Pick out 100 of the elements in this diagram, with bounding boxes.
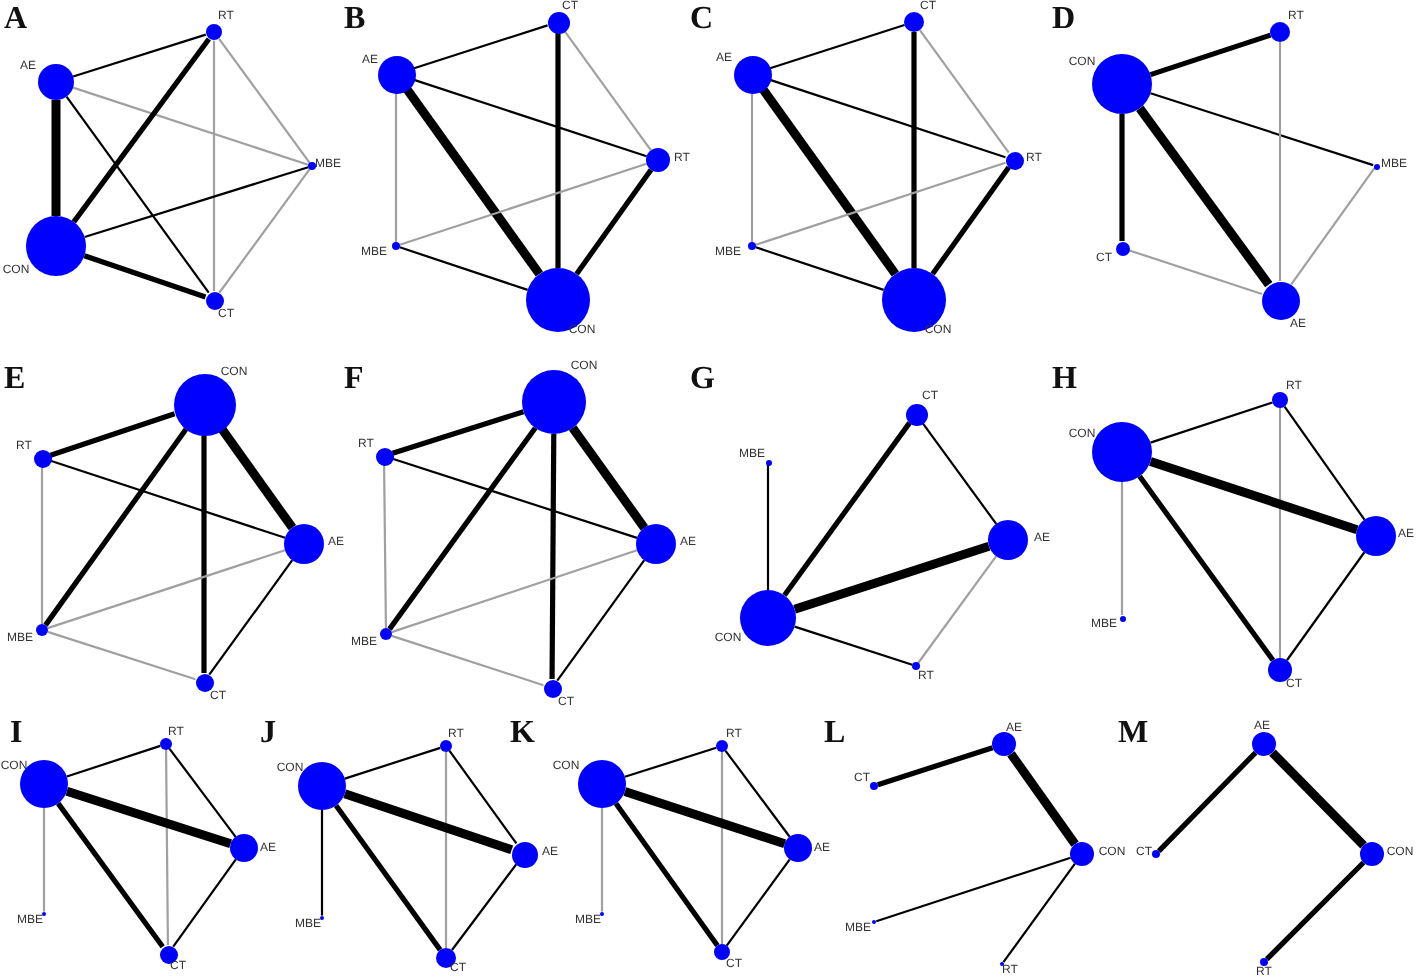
connector-line: [399, 246, 528, 291]
connector-line: [725, 858, 791, 947]
connector-line: [875, 856, 1071, 923]
connector-line: [556, 559, 646, 682]
connector-line: [403, 86, 543, 277]
connector-line: [1136, 105, 1273, 288]
panel-letter: J: [260, 718, 276, 750]
connector-line: [755, 161, 1006, 246]
connector-line: [164, 750, 169, 945]
connector-line: [724, 750, 791, 838]
connector-line: [549, 434, 557, 679]
panel-letter: I: [10, 718, 23, 750]
connector-line: [1269, 749, 1367, 849]
connector-line: [569, 425, 648, 531]
panel-letter: M: [1118, 718, 1149, 750]
connector-line: [759, 86, 899, 277]
connector-line: [1283, 405, 1366, 521]
connector-line: [172, 858, 237, 948]
panel-letter: D: [1052, 4, 1076, 36]
connector-line: [794, 625, 913, 666]
connector-line: [168, 748, 237, 838]
connector-line: [1290, 167, 1376, 286]
connector-line: [613, 802, 720, 947]
connector-line: [387, 426, 538, 631]
connector-line: [65, 787, 233, 849]
connector-line: [720, 752, 724, 944]
connector-line: [391, 409, 525, 456]
connector-line: [448, 750, 518, 845]
connector-line: [72, 33, 207, 78]
connector-line: [1278, 408, 1282, 658]
panel-letter: C: [690, 4, 714, 36]
connector-line: [333, 803, 443, 952]
connector-line: [911, 32, 917, 268]
connector-line: [320, 810, 324, 916]
connector-line: [66, 744, 161, 778]
connector-line: [394, 93, 398, 242]
connector-line: [1119, 114, 1125, 241]
panel-letter: G: [690, 364, 715, 396]
connector-line: [218, 168, 311, 294]
connector-line: [1137, 474, 1276, 662]
connector-line: [1286, 551, 1366, 661]
connector-line: [1265, 860, 1366, 961]
connector-line: [72, 86, 309, 166]
connector-line: [413, 78, 647, 158]
connector-line: [1120, 482, 1124, 615]
connector-line: [444, 752, 448, 948]
connector-line: [451, 863, 518, 951]
panel-letter: K: [510, 718, 535, 750]
connector-line: [1156, 750, 1258, 853]
connector-line: [1007, 751, 1079, 847]
connector-line: [918, 29, 1010, 154]
connector-line: [343, 789, 514, 855]
connector-line: [392, 457, 638, 539]
panel-letter: L: [824, 718, 846, 750]
connector-line: [344, 746, 441, 780]
connector-line: [208, 559, 294, 676]
connector-line: [766, 465, 770, 590]
connector-line: [40, 467, 44, 624]
panel-letter: F: [344, 364, 364, 396]
connector-line: [71, 37, 211, 224]
connector-line: [391, 549, 638, 634]
connector-line: [65, 95, 210, 294]
connector-line: [51, 100, 61, 216]
connector-line: [399, 162, 647, 246]
connector-line: [930, 165, 1011, 276]
connector-line: [755, 246, 884, 291]
connector-line: [49, 411, 176, 458]
connector-line: [1149, 457, 1359, 534]
connector-line: [391, 634, 544, 687]
panel-letter: H: [1052, 364, 1077, 396]
connector-line: [1149, 32, 1272, 78]
connector-line: [574, 168, 654, 276]
connector-line: [877, 745, 994, 788]
connector-line: [555, 33, 561, 268]
connector-line: [212, 40, 216, 291]
connector-line: [1150, 401, 1273, 444]
connector-line: [43, 427, 189, 627]
connector-line: [383, 465, 388, 628]
connector-line: [218, 426, 297, 531]
connector-line: [201, 435, 207, 673]
connector-line: [769, 78, 1006, 159]
connector-line: [84, 166, 309, 239]
connector-line: [623, 787, 787, 848]
connector-line: [83, 253, 207, 300]
connector-line: [413, 24, 548, 70]
connector-line: [917, 555, 998, 664]
connector-line: [793, 541, 991, 614]
connector-line: [1150, 92, 1374, 167]
connector-line: [1002, 863, 1076, 963]
connector-line: [1278, 42, 1282, 281]
panel-letter: B: [344, 4, 366, 36]
connector-line: [921, 422, 998, 525]
connector-line: [769, 24, 905, 70]
panel-letter: A: [4, 4, 28, 36]
connector-line: [47, 630, 196, 681]
connector-line: [600, 808, 604, 912]
connector-line: [1128, 249, 1263, 296]
connector-line: [42, 808, 46, 912]
connector-line: [47, 549, 286, 630]
connector-line: [782, 421, 912, 597]
